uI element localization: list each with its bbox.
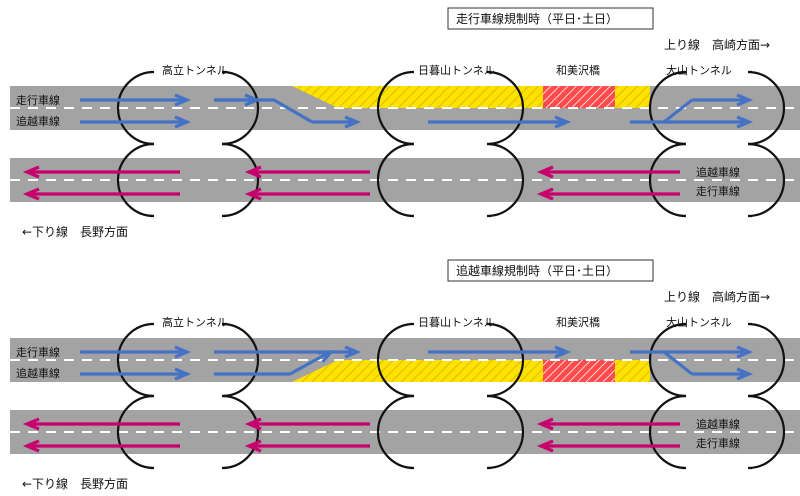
tunnel-takadachi-down-portal-west [116, 394, 155, 470]
up-arrow-passing-1-head [174, 367, 192, 381]
tunnel-higurashiyama-down-portal-east [486, 394, 525, 470]
tunnel-takadachi-up-portal-east [221, 322, 260, 398]
lane-label-passing-up: 追越車線 [16, 114, 60, 128]
lane-label-passing-up: 追越車線 [16, 366, 60, 380]
tunnel-higurashiyama-up-portal-east [486, 70, 525, 146]
tunnel-ooyama-up-portal-east [747, 322, 786, 398]
panel-1: 走行車線規制時（平日･土日） 上り線 高崎方面→ 高立トンネル 日暮山トンネル 大山トン… [10, 7, 800, 239]
up-arrow-diverge [663, 98, 693, 124]
bridge-regulated-zone [543, 86, 615, 108]
up-arrow-merge-tip-head [344, 115, 362, 129]
down-arrow-passing-1-head [22, 165, 40, 179]
tunnel-higurashiyama-up-portal-west [376, 70, 415, 146]
tunnel-higurashiyama-down-portal-east [486, 142, 525, 218]
tunnel-takadachi-down [116, 394, 260, 470]
tunnel-ooyama-up [648, 322, 786, 398]
down-arrow-driving-2-head [244, 187, 262, 201]
panel-2: 追越車線規制時（平日･土日） 上り線 高崎方面→ 高立トンネル 日暮山トンネル 大山トン… [10, 259, 800, 491]
tunnel-takadachi-up [116, 70, 260, 146]
lane-label-driving-down: 走行車線 [696, 184, 740, 198]
panel-title-frame [447, 259, 654, 282]
down-arrow-passing-3-head [536, 417, 554, 431]
panel-title-box: 追越車線規制時（平日･土日） [447, 259, 654, 282]
tunnel-higurashiyama-up [376, 70, 525, 146]
lane-label-driving-up: 走行車線 [16, 345, 60, 359]
bridge-label: 和美沢橋 [556, 315, 600, 329]
tunnel-ooyama-down [648, 142, 786, 218]
tunnel-ooyama-up-portal-east [747, 70, 786, 146]
tunnel-label-higurashiyama: 日暮山トンネル [418, 63, 495, 77]
up-arrow-driving-1-head [174, 93, 192, 107]
tunnel-higurashiyama-down-portal-west [376, 394, 415, 470]
down-arrow-passing-2-head [244, 165, 262, 179]
panel-title: 走行車線規制時（平日･土日） [456, 11, 618, 26]
up-arrow-passing-1-head [174, 115, 192, 129]
tunnel-takadachi-up-portal-west [116, 70, 155, 146]
tunnel-ooyama-down-portal-west [648, 394, 687, 470]
tunnel-takadachi-down-portal-west [116, 142, 155, 218]
up-arrow-passing-2-head [554, 115, 572, 129]
tunnel-takadachi-down-portal-east [221, 394, 260, 470]
down-arrow-driving-1-head [22, 439, 40, 453]
up-arrow-diverge-tip-head [736, 93, 754, 107]
up-arrow-driving-3-head [554, 345, 572, 359]
down-arrow-passing-2-head [244, 417, 262, 431]
up-arrow-driving-1-head [174, 345, 192, 359]
up-arrow-passing-3-head [736, 115, 754, 129]
up-arrow-merge-tip-head [317, 350, 335, 363]
tunnel-higurashiyama-down [376, 394, 525, 470]
down-arrow-driving-3-head [536, 187, 554, 201]
tunnel-label-higurashiyama: 日暮山トンネル [418, 315, 495, 329]
tunnel-label-ooyama: 大山トンネル [666, 315, 732, 329]
tunnel-ooyama-up-portal-west [648, 70, 687, 146]
tunnel-label-takadachi: 高立トンネル [162, 315, 228, 329]
lane-label-passing-down: 追越車線 [696, 165, 740, 179]
lane-label-driving-down: 走行車線 [696, 436, 740, 450]
bridge-label: 和美沢橋 [556, 63, 600, 77]
down-arrow-driving-3-head [536, 439, 554, 453]
up-arrow-driving-2-head [344, 345, 362, 359]
tunnel-higurashiyama-down-portal-west [376, 142, 415, 218]
tunnel-higurashiyama-down [376, 142, 525, 218]
tunnel-takadachi-up-portal-west [116, 322, 155, 398]
down-arrow-driving-1-head [22, 187, 40, 201]
tunnel-higurashiyama-up-portal-east [486, 322, 525, 398]
up-arrow-driving-4-head [736, 345, 754, 359]
tunnel-takadachi-up-portal-east [221, 70, 260, 146]
panel-title-box: 走行車線規制時（平日･土日） [447, 7, 654, 30]
direction-up-label: 上り線 高崎方面→ [664, 37, 770, 52]
direction-up-label: 上り線 高崎方面→ [664, 289, 770, 304]
up-arrow-diverge-tip-head [736, 367, 754, 381]
bridge-regulated-zone [543, 360, 615, 382]
up-arrow-merge-tip [289, 350, 331, 376]
tunnel-takadachi-down [116, 142, 260, 218]
down-arrow-passing-3-head [536, 165, 554, 179]
tunnel-label-takadachi: 高立トンネル [162, 63, 228, 77]
tunnel-ooyama-down-portal-west [648, 142, 687, 218]
tunnel-label-ooyama: 大山トンネル [666, 63, 732, 77]
direction-down-label: ←下り線 長野方面 [22, 476, 128, 491]
direction-down-label: ←下り線 長野方面 [22, 224, 128, 239]
lane-label-passing-down: 追越車線 [696, 417, 740, 431]
tunnel-takadachi-down-portal-east [221, 142, 260, 218]
tunnel-ooyama-down-portal-east [747, 394, 786, 470]
up-arrow-merge [214, 98, 313, 124]
tunnel-higurashiyama-up-portal-west [376, 322, 415, 398]
panel-title-frame [447, 7, 654, 30]
tunnel-takadachi-up [116, 322, 260, 398]
down-arrow-driving-2-head [244, 439, 262, 453]
lane-label-driving-up: 走行車線 [16, 93, 60, 107]
tunnel-ooyama-up-portal-west [648, 322, 687, 398]
tunnel-higurashiyama-up [376, 322, 525, 398]
down-arrow-passing-1-head [22, 417, 40, 431]
up-arrow-diverge [663, 350, 693, 376]
tunnel-ooyama-up [648, 70, 786, 146]
panel-title: 追越車線規制時（平日･土日） [456, 263, 618, 278]
tunnel-ooyama-down-portal-east [747, 142, 786, 218]
tunnel-ooyama-down [648, 394, 786, 470]
